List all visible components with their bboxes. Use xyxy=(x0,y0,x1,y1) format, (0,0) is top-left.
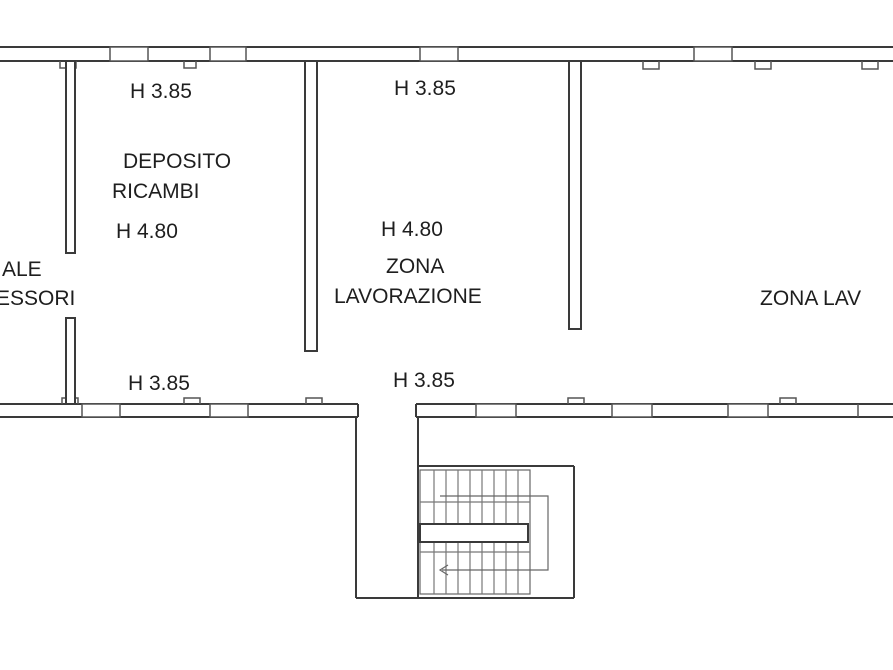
room-name-zona: ZONA xyxy=(386,255,444,278)
stair-enclosure xyxy=(355,417,575,599)
window xyxy=(109,46,149,62)
window xyxy=(209,46,247,62)
window xyxy=(81,403,121,418)
window xyxy=(693,46,733,62)
ceiling-height-label: H 3.85 xyxy=(393,369,455,392)
room-name-lavorazione: LAVORAZIONE xyxy=(334,285,482,308)
bottom-exterior-wall xyxy=(0,397,893,418)
stair-direction-line xyxy=(440,495,549,571)
partition-wall xyxy=(568,60,582,330)
window xyxy=(611,403,653,418)
top-exterior-wall xyxy=(0,46,893,70)
ceiling-height-label: H 4.80 xyxy=(381,218,443,241)
room-name-zona-lav-partial: ZONA LAV xyxy=(760,287,861,310)
arrow-left-icon xyxy=(438,564,449,576)
partition-wall xyxy=(65,317,76,405)
window xyxy=(209,403,249,418)
window xyxy=(475,403,517,418)
ceiling-height-label: H 4.80 xyxy=(116,220,178,243)
ceiling-height-label: H 3.85 xyxy=(130,80,192,103)
staircase xyxy=(419,469,549,595)
window xyxy=(727,403,769,418)
interior-walls xyxy=(65,60,582,405)
window xyxy=(419,46,459,62)
room-name-deposito: DEPOSITO xyxy=(123,150,231,173)
room-name-accessori-partial: ESSORI xyxy=(0,287,75,310)
ceiling-height-label: H 3.85 xyxy=(394,77,456,100)
stair-landing xyxy=(419,523,529,543)
partition-wall xyxy=(65,60,76,254)
room-labels: H 3.85 H 3.85 DEPOSITO RICAMBI H 4.80 H … xyxy=(0,77,861,395)
partition-wall xyxy=(304,60,318,352)
room-name-ricambi: RICAMBI xyxy=(112,180,200,203)
room-name-sale-partial: ALE xyxy=(2,258,42,281)
ceiling-height-label: H 3.85 xyxy=(128,372,190,395)
